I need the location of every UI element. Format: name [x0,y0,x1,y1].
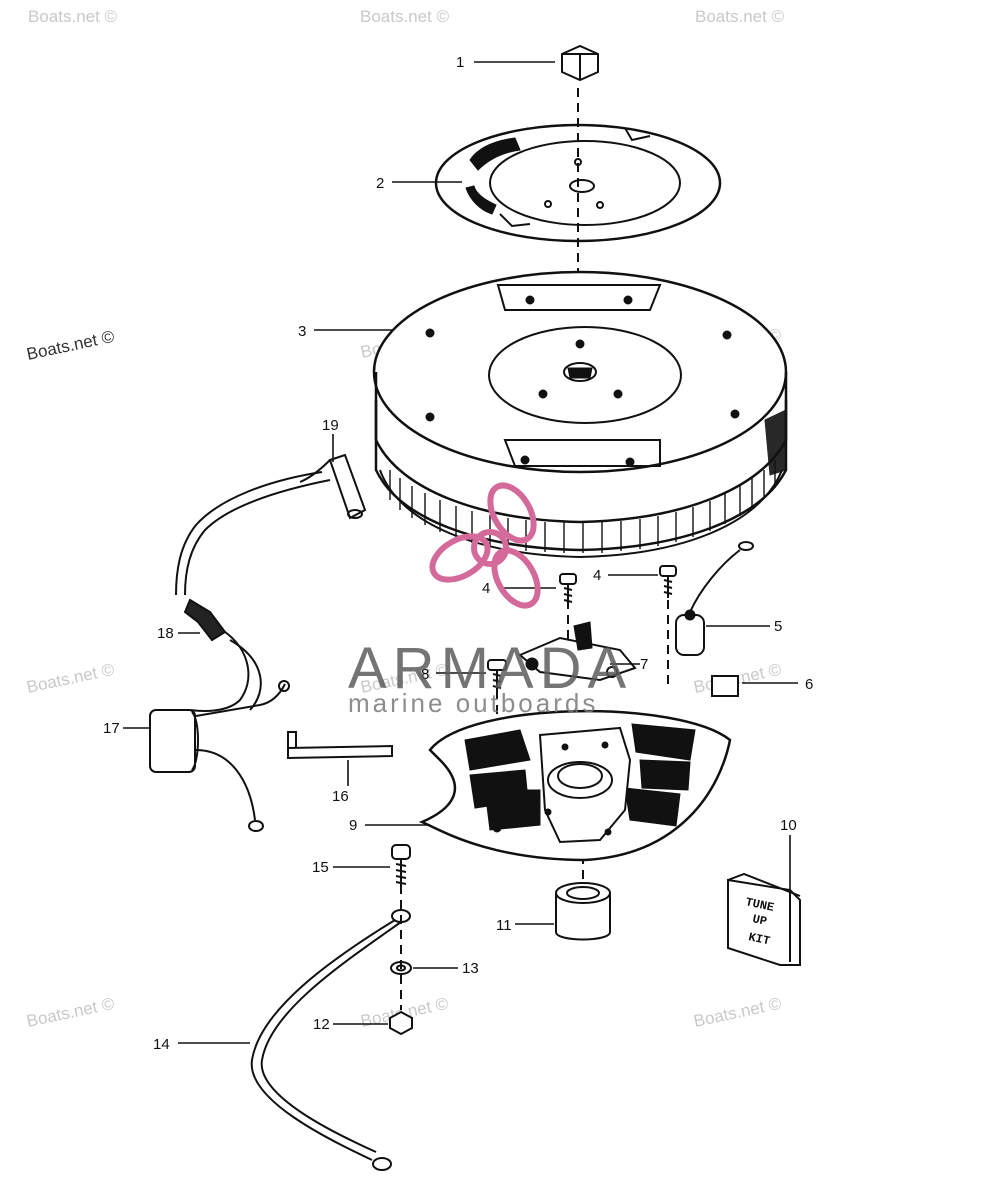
callout-16: 16 [332,788,349,805]
callout-7: 7 [640,656,648,673]
callout-4: 4 [593,567,601,584]
callout-6: 6 [805,676,813,693]
watermark: Boats.net © [25,994,117,1031]
part-flywheel-cover [434,123,722,243]
callout-13: 13 [462,960,479,977]
callout-4: 4 [482,580,490,597]
ring-gear-teeth [389,460,776,553]
callout-3: 3 [298,323,306,340]
part-washer [390,961,412,975]
brand-name: ARMADA [348,636,632,701]
watermark: Boats.net © [25,327,117,364]
part-wrench [287,731,393,760]
part-screw [659,565,677,598]
propeller-icon [429,482,541,609]
part-screw [391,844,411,890]
part-screw [559,573,577,605]
callout-19: 19 [322,417,339,434]
callout-18: 18 [157,625,174,642]
callout-15: 15 [312,859,329,876]
callout-8: 8 [421,666,429,683]
watermark: Boats.net © [28,7,118,26]
part-nut [561,44,599,82]
callout-5: 5 [774,618,782,635]
part-breaker-points [518,621,637,682]
callout-labels: 1 2 3 4 4 5 6 7 8 9 10 11 12 13 14 15 16… [103,54,813,1053]
part-condenser [675,541,754,656]
kit-label-line: TUNE [744,895,775,915]
watermark: Boats.net © [360,7,450,26]
part-spark-plug-boot [175,453,367,596]
part-tune-up-kit: TUNE UP KIT [727,872,801,966]
callout-17: 17 [103,720,120,737]
part-felt [711,675,739,697]
callout-14: 14 [153,1036,170,1053]
callout-2: 2 [376,175,384,192]
part-nut [389,1010,413,1036]
part-ignition-coil-wiring [149,598,290,832]
kit-label-line: KIT [747,930,771,948]
callout-12: 12 [313,1016,330,1033]
part-bushing [555,882,611,941]
kit-label-line: UP [751,912,768,929]
callout-1: 1 [456,54,464,71]
watermark: Boats.net © [692,994,784,1031]
brand-tagline: marine outboards [348,688,598,718]
armada-logo: ARMADA marine outboards [348,482,632,718]
callout-11: 11 [496,917,512,934]
callout-9: 9 [349,817,357,834]
callout-10: 10 [780,817,797,834]
watermark: Boats.net © [25,660,117,697]
part-screw [487,659,507,690]
leader-lines [123,61,798,1044]
part-ground-lead [250,909,411,1171]
part-stator-plate [418,709,732,862]
watermark: Boats.net © [695,7,785,26]
part-flywheel [372,270,788,559]
